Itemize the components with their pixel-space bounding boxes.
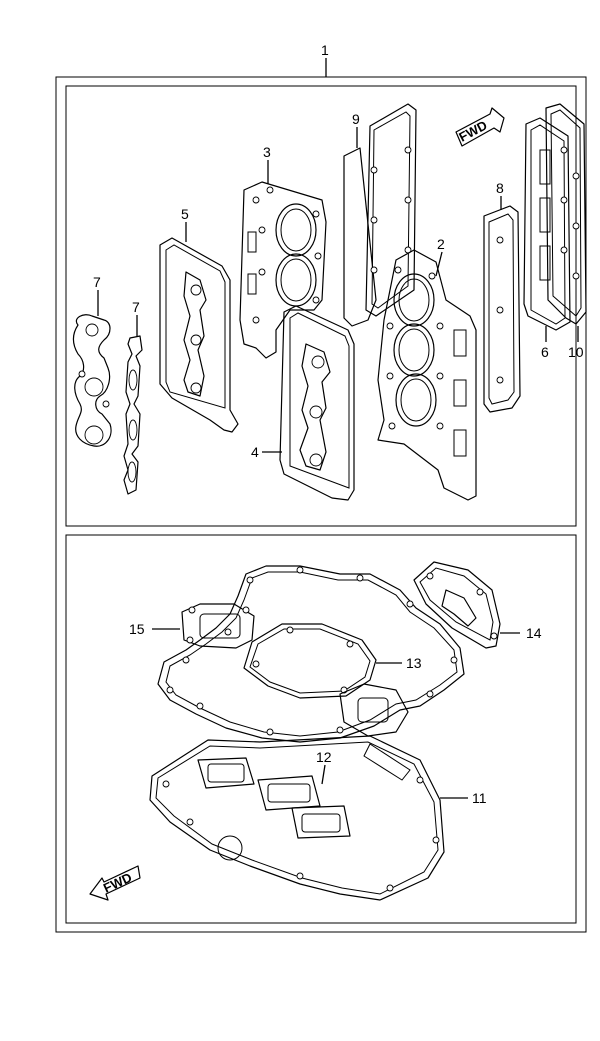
fwd-label-bottom: FWD [101, 870, 134, 896]
part-2-cylinder-head-gasket [377, 249, 477, 501]
part-4-rocker-cover-gasket [279, 305, 355, 501]
callout-line-12 [321, 764, 326, 785]
fwd-arrow-top: FWD [455, 107, 505, 147]
callout-3: 3 [263, 144, 271, 160]
square-gasket [339, 683, 409, 737]
callout-2: 2 [437, 236, 445, 252]
callout-13: 13 [406, 655, 422, 671]
callout-9: 9 [352, 111, 360, 127]
upper-panel-frame [65, 85, 577, 527]
part-12-port-gaskets [197, 757, 351, 839]
part-11-plate-gasket [149, 735, 445, 901]
lower-panel-frame [65, 534, 577, 924]
callout-10: 10 [568, 344, 584, 360]
callout-4: 4 [251, 444, 259, 460]
callout-6: 6 [541, 344, 549, 360]
callout-line-2 [435, 251, 443, 277]
part-8-exhaust-gasket [483, 205, 521, 413]
callout-5: 5 [181, 206, 189, 222]
part-6-cover-gasket [523, 117, 571, 331]
part-5-rocker-cover-gasket [159, 237, 239, 433]
callout-8: 8 [496, 180, 504, 196]
part-7-exhaust-gasket-left [72, 314, 112, 447]
callout-7a: 7 [93, 274, 101, 290]
fwd-arrow-bottom: FWD [89, 865, 141, 901]
callout-7b: 7 [132, 299, 140, 315]
crankcase-gasket [157, 565, 465, 743]
callout-11: 11 [472, 790, 487, 806]
callout-14: 14 [526, 625, 542, 641]
part-14-gasket [413, 561, 501, 649]
callout-15: 15 [129, 621, 145, 637]
callout-12: 12 [316, 749, 332, 765]
part-13-gasket [243, 623, 377, 699]
outer-frame [55, 76, 587, 933]
callout-1: 1 [321, 42, 329, 58]
part-9-exhaust-cover-gasket [343, 103, 417, 327]
part-15-gasket [181, 603, 255, 649]
fwd-label-top: FWD [456, 118, 489, 145]
part-7-exhaust-gasket-narrow [123, 335, 143, 495]
part-10-cover-gasket [545, 103, 587, 325]
